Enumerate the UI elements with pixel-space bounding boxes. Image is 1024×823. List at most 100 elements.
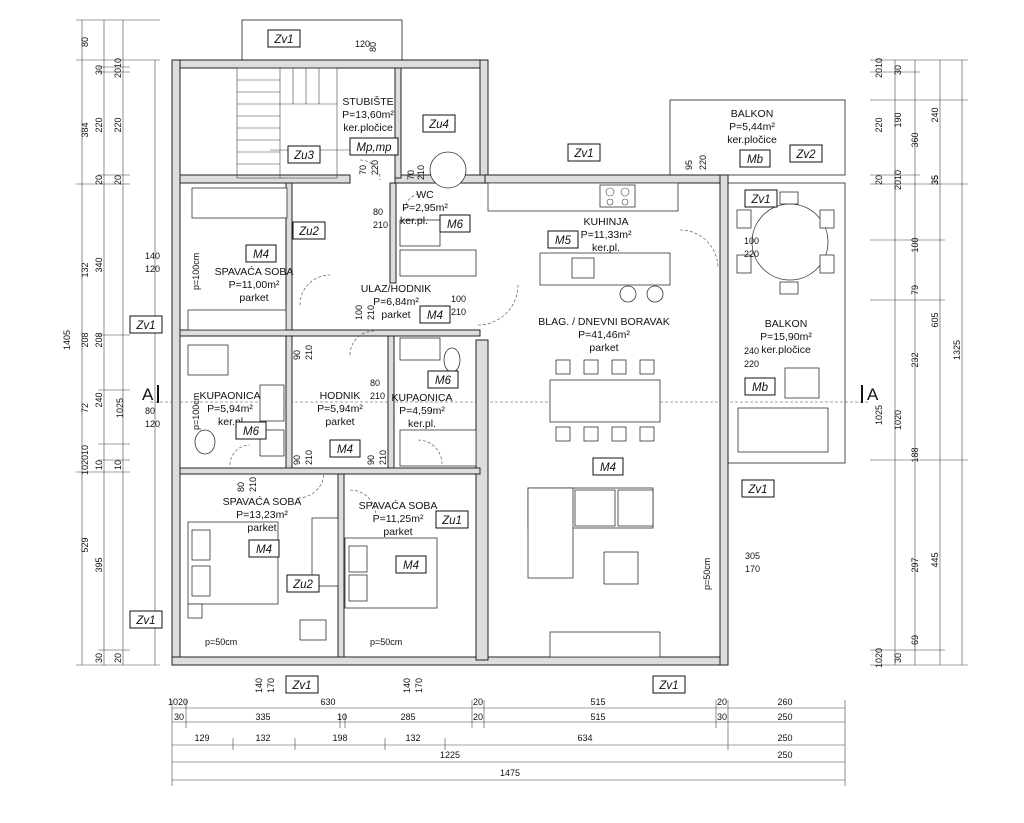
svg-text:95: 95: [684, 160, 694, 170]
beds: [187, 187, 438, 641]
svg-text:parket: parket: [247, 522, 276, 534]
svg-text:79: 79: [910, 285, 920, 295]
svg-text:P=11,33m²: P=11,33m²: [581, 229, 632, 241]
svg-text:90: 90: [292, 350, 302, 360]
svg-text:ker.pl.: ker.pl.: [408, 418, 436, 430]
tag-m4: M4: [329, 439, 361, 458]
svg-text:10: 10: [337, 712, 347, 722]
svg-text:Zu3: Zu3: [293, 150, 314, 162]
svg-text:2010: 2010: [113, 58, 123, 78]
svg-text:M4: M4: [337, 444, 353, 456]
svg-text:120: 120: [145, 419, 160, 429]
svg-text:30: 30: [94, 653, 104, 663]
room-balcony-large: BALKON P=15,90m² ker.pločice: [760, 318, 812, 356]
svg-text:P=11,00m²: P=11,00m²: [229, 279, 280, 291]
svg-text:100: 100: [744, 236, 759, 246]
svg-text:630: 630: [320, 697, 335, 707]
svg-text:10: 10: [94, 460, 104, 470]
balcony-small-outline: [669, 99, 846, 176]
svg-text:305: 305: [745, 551, 760, 561]
balcony-furniture: [736, 191, 835, 453]
bathroom-fixtures: [187, 151, 477, 467]
svg-text:Zv1: Zv1: [291, 680, 311, 692]
svg-text:1020: 1020: [893, 410, 903, 430]
bottom-dimensions: 1020 630 20 515 20 260 30 335 10 285 20 …: [168, 697, 846, 786]
svg-text:parket: parket: [383, 526, 412, 538]
tag-zv1: Zv1: [652, 675, 686, 694]
tag-mpmp: Mp,mp: [349, 137, 399, 156]
svg-text:parket: parket: [325, 416, 354, 428]
svg-text:35: 35: [930, 175, 940, 185]
svg-text:90: 90: [292, 455, 302, 465]
svg-text:297: 297: [910, 557, 920, 572]
svg-text:ker.pločice: ker.pločice: [727, 134, 777, 146]
tag-m4: M4: [395, 555, 427, 574]
svg-text:ker.pločice: ker.pločice: [343, 122, 393, 134]
entrance-canopy: [241, 19, 403, 61]
svg-text:188: 188: [910, 447, 920, 462]
svg-text:210: 210: [304, 450, 314, 465]
svg-text:120: 120: [145, 264, 160, 274]
tag-mb: Mb: [739, 149, 771, 168]
tag-zv1: Zv1: [129, 315, 163, 334]
svg-text:232: 232: [910, 352, 920, 367]
svg-text:220: 220: [874, 117, 884, 132]
svg-text:M6: M6: [435, 375, 452, 387]
svg-text:SPAVAĆA SOBA: SPAVAĆA SOBA: [359, 499, 438, 512]
tag-mb: Mb: [744, 377, 776, 396]
svg-text:HODNIK: HODNIK: [320, 390, 361, 402]
svg-text:80: 80: [236, 482, 246, 492]
svg-text:220: 220: [370, 160, 380, 175]
svg-text:WC: WC: [416, 189, 434, 201]
svg-text:132: 132: [255, 733, 270, 743]
svg-text:132: 132: [405, 733, 420, 743]
svg-text:30: 30: [717, 712, 727, 722]
svg-text:KUPAONICA: KUPAONICA: [199, 390, 260, 402]
opening-labels: 120 80 80 210 140 120 70 210 70 220 100 …: [145, 39, 760, 693]
tag-zu3: Zu3: [287, 145, 321, 164]
svg-text:198: 198: [332, 733, 347, 743]
tag-zu2: Zu2: [286, 574, 320, 593]
svg-text:240: 240: [744, 346, 759, 356]
room-balcony-small: BALKON P=5,44m² ker.pločice: [727, 108, 777, 146]
svg-text:p=50cm: p=50cm: [370, 637, 402, 647]
svg-text:260: 260: [777, 697, 792, 707]
svg-text:Zu2: Zu2: [292, 579, 313, 591]
svg-text:335: 335: [255, 712, 270, 722]
svg-text:1025: 1025: [874, 405, 884, 425]
svg-text:120: 120: [355, 39, 370, 49]
svg-text:100: 100: [451, 294, 466, 304]
svg-text:210: 210: [373, 220, 388, 230]
svg-text:STUBIŠTE: STUBIŠTE: [342, 95, 393, 108]
svg-text:1325: 1325: [952, 340, 962, 360]
svg-text:132: 132: [80, 262, 90, 277]
svg-text:p=50cm: p=50cm: [205, 637, 237, 647]
svg-text:250: 250: [777, 733, 792, 743]
svg-text:515: 515: [590, 697, 605, 707]
svg-text:ULAZ/HODNIK: ULAZ/HODNIK: [361, 283, 432, 295]
svg-text:1225: 1225: [440, 750, 460, 760]
svg-text:P=4,59m²: P=4,59m²: [399, 405, 445, 417]
svg-text:P=13,60m²: P=13,60m²: [342, 109, 394, 121]
svg-text:P=5,44m²: P=5,44m²: [729, 121, 775, 133]
svg-text:Zv2: Zv2: [795, 149, 816, 161]
svg-text:P=5,94m²: P=5,94m²: [317, 403, 363, 415]
svg-text:210: 210: [366, 305, 376, 320]
svg-text:220: 220: [94, 117, 104, 132]
svg-text:P=2,95m²: P=2,95m²: [402, 202, 448, 214]
svg-text:p=50cm: p=50cm: [702, 558, 712, 590]
living-sofa: [527, 487, 661, 658]
svg-text:ker.pl.: ker.pl.: [400, 215, 428, 227]
tag-m4: M4: [245, 244, 277, 263]
svg-text:170: 170: [414, 678, 424, 693]
tag-m6: M6: [235, 421, 267, 440]
svg-text:340: 340: [94, 257, 104, 272]
svg-text:Zu1: Zu1: [441, 515, 462, 527]
room-stairs: STUBIŠTE P=13,60m² ker.pločice: [342, 95, 394, 134]
svg-text:208: 208: [80, 332, 90, 347]
svg-text:20: 20: [113, 653, 123, 663]
svg-text:190: 190: [893, 112, 903, 127]
svg-text:80: 80: [368, 42, 378, 52]
svg-text:20: 20: [113, 175, 123, 185]
